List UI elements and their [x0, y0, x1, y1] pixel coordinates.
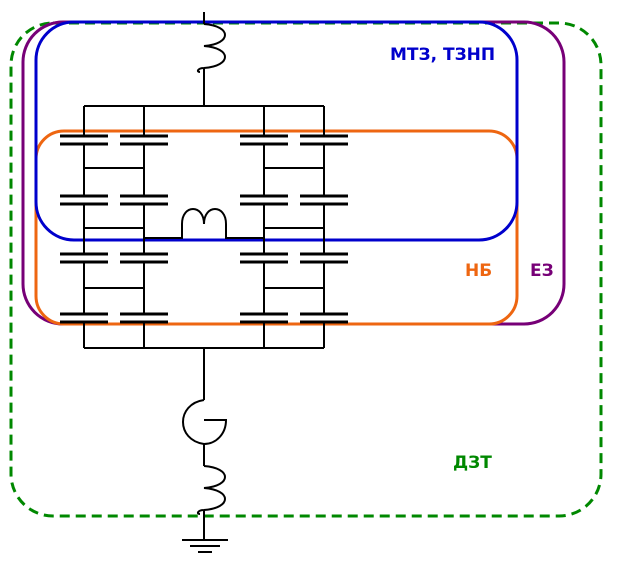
mtz-zone-outline — [34, 20, 519, 242]
capacitor-bank — [60, 105, 348, 349]
nb-label: НБ — [465, 261, 492, 281]
nb-zone-outline — [34, 129, 519, 326]
dzt-label: ДЗТ — [453, 453, 492, 473]
ez-label: ЕЗ — [530, 261, 554, 281]
bottom-feeder — [182, 348, 228, 553]
top-reactor — [196, 12, 226, 106]
mtz-label: МТЗ, ТЗНП — [390, 45, 495, 65]
dzt-zone-outline — [9, 21, 603, 518]
